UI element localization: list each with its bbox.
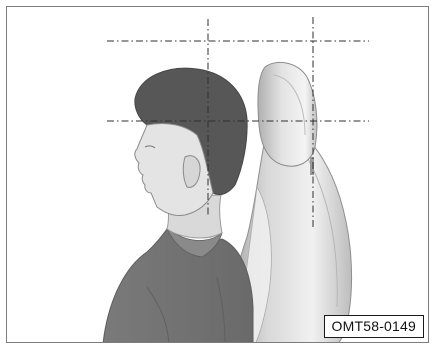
headrest-position-illustration: [7, 7, 429, 343]
torso: [103, 229, 253, 343]
figure-code-label: OMT58-0149: [324, 315, 424, 338]
headrest: [258, 62, 317, 166]
illustration-frame: OMT58-0149: [6, 6, 429, 343]
